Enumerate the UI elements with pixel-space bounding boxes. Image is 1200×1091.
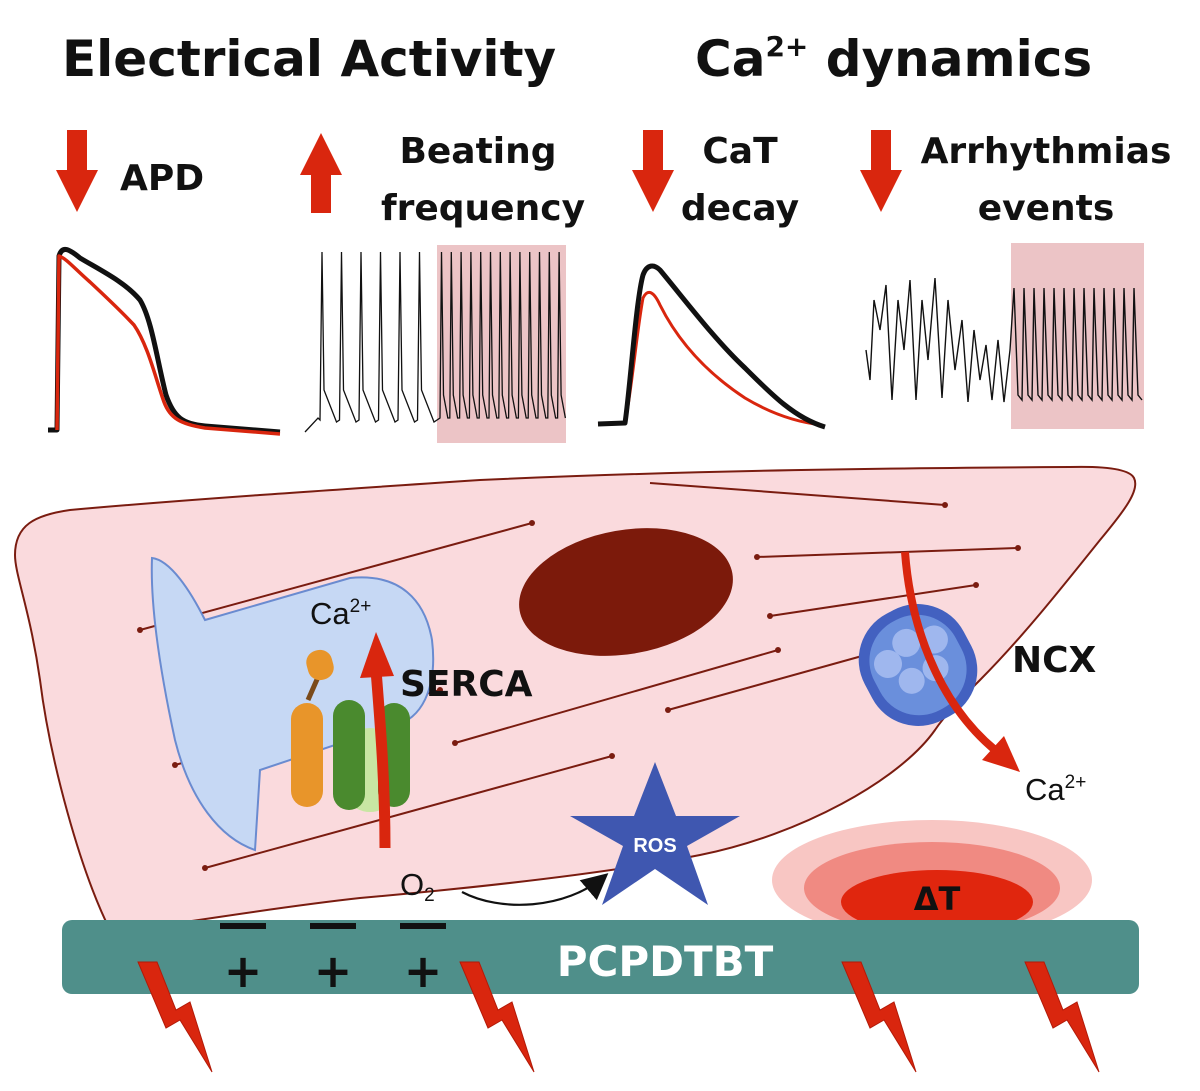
lightning-bolt-icon-3 — [841, 961, 917, 1073]
plus-sign-1: + — [224, 944, 263, 998]
minus-sign-2 — [310, 923, 356, 929]
o2-label: O2 — [400, 867, 435, 906]
serca-label: SERCA — [400, 664, 533, 705]
heading-calcium-dynamics: Ca2+ dynamics — [695, 30, 1092, 88]
pcpdtbt-substrate — [62, 920, 1139, 994]
arrhythmias-highlight-box — [1011, 243, 1144, 429]
beating-up-arrow-icon — [300, 133, 342, 213]
minus-sign-3 — [400, 923, 446, 929]
cat-label-line2: decay — [681, 188, 799, 229]
apd-label: APD — [120, 158, 204, 199]
lightning-bolt-icon-1 — [137, 961, 213, 1073]
serca-ca-label: Ca2+ — [310, 596, 371, 631]
serca-ca-arrow — [370, 669, 391, 849]
o2-to-ros-arrow — [461, 873, 609, 906]
delta-t-label: ΔT — [914, 880, 961, 918]
lightning-bolt-icon-2 — [459, 961, 535, 1073]
lightning-bolt-icon-4 — [1024, 961, 1100, 1073]
minus-sign-1 — [220, 923, 266, 929]
ncx-ca-arrowhead-icon — [982, 736, 1020, 772]
cat-down-arrow-icon — [632, 130, 674, 212]
beating-label-line1: Beating — [399, 131, 556, 172]
ros-label: ROS — [633, 835, 676, 857]
apd-down-arrow-icon — [56, 130, 98, 212]
serca-ca-arrowhead-icon — [360, 632, 394, 678]
arrhythmias-trace — [865, 277, 1143, 403]
apd-traces — [48, 247, 281, 436]
sarcoplasmic-reticulum — [150, 556, 435, 852]
charge-separation: + + + — [220, 923, 446, 998]
beating-frequency-trace — [304, 251, 567, 433]
light-stimulation — [137, 961, 1100, 1073]
beating-label-line2: frequency — [381, 188, 585, 229]
apd-trace-treated — [55, 254, 281, 436]
nucleus — [519, 528, 733, 656]
pcpdtbt-label: PCPDTBT — [557, 937, 774, 986]
plus-sign-2: + — [314, 944, 353, 998]
arrhythmias-down-arrow-icon — [860, 130, 902, 212]
sarcomere-dots — [137, 502, 1021, 871]
arrhythmias-label-line1: Arrhythmias — [921, 131, 1172, 172]
ncx-label: NCX — [1012, 640, 1097, 681]
cat-label-line1: CaT — [702, 131, 778, 172]
cat-traces — [597, 263, 826, 430]
heat-zone — [772, 820, 1092, 940]
arrhythmias-label-line2: events — [978, 188, 1115, 229]
ros-star-icon — [570, 762, 740, 905]
cat-trace-control — [597, 263, 826, 430]
heading-electrical-activity: Electrical Activity — [62, 30, 556, 88]
apd-trace-control — [48, 247, 281, 435]
plus-sign-3: + — [404, 944, 443, 998]
ncx-ca-arrow — [901, 551, 998, 754]
ncx-ca-label: Ca2+ — [1025, 772, 1086, 807]
